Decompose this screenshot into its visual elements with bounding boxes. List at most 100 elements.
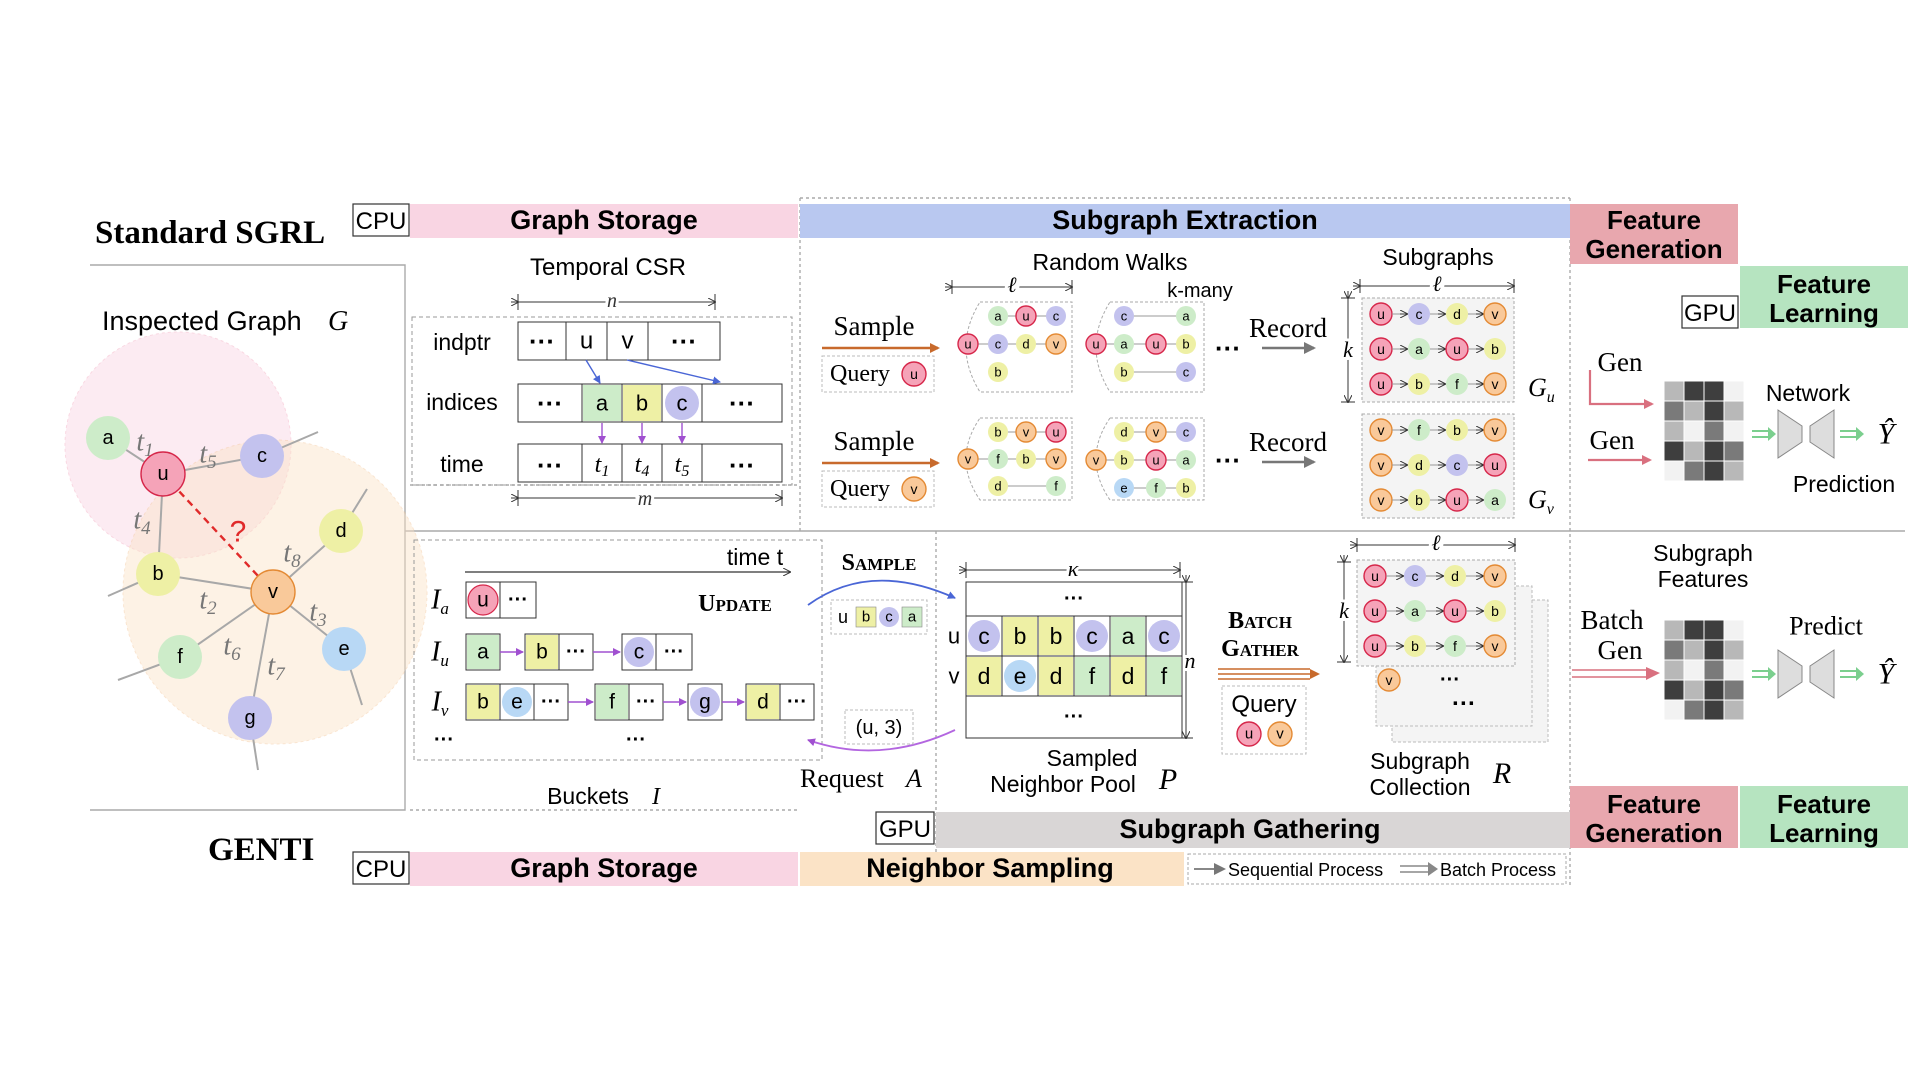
walk-u-left-node-label: v: [1053, 337, 1060, 352]
walk-v-right-node-label: b: [1182, 481, 1189, 496]
walk-v-left-node: b: [1016, 449, 1036, 469]
cpu-badge-top-label: CPU: [356, 208, 407, 235]
pool-cell-fill: [1039, 617, 1073, 655]
walk-u-left-node-label: d: [1022, 337, 1029, 352]
feature-matrix-top-cell: [1703, 460, 1725, 482]
walk-v-left-node-circle: [988, 449, 1008, 469]
collection-node: u: [1363, 599, 1387, 623]
collection-node-circle: [1484, 600, 1506, 622]
walk-v-left-node-circle: [988, 476, 1008, 496]
walk-u-right-node-circle: [1176, 362, 1196, 382]
indices-cell-node: [665, 386, 699, 420]
collection-node-label: u: [1371, 568, 1379, 584]
indptr-cell: [606, 321, 649, 361]
bucket-a-text: u: [477, 589, 489, 612]
sampled-tag-fill: [901, 606, 923, 628]
pool-row: [965, 581, 1183, 617]
subgraph-v-node-circle: [1446, 419, 1468, 441]
feature-matrix-top-cell: [1663, 420, 1685, 442]
collection-node-circle: [1404, 635, 1426, 657]
bucket-v-cell: [779, 683, 815, 721]
feature-matrix-bottom-cell: [1683, 659, 1705, 681]
bucket-u-text: c: [634, 641, 645, 664]
inspected-graph-symbol: G: [328, 306, 348, 337]
pool-cell-text: b: [1014, 623, 1027, 649]
collection-node-label: d: [1451, 568, 1459, 584]
graph-node-c-label: c: [257, 445, 267, 467]
pool-cell-text: e: [1014, 663, 1027, 689]
collection-node: b: [1484, 600, 1506, 622]
subgraph-u-node-label: c: [1416, 306, 1423, 322]
walk-v-left-node-label: v: [1023, 425, 1030, 440]
pool-cell-text: d: [1050, 663, 1063, 689]
pool-cell-node: [968, 620, 1000, 652]
dim-n-marker: n: [518, 287, 715, 315]
subgraph-u-node-label: f: [1455, 376, 1459, 392]
collection-node-circle: [1483, 564, 1507, 588]
pool-cell-fill: [1111, 617, 1145, 655]
graph-node-c: c: [240, 434, 284, 478]
edge-time-sub: 7: [275, 664, 286, 685]
subgraph-v-node: a: [1484, 489, 1506, 511]
walk-v-left-node-circle: [1016, 449, 1036, 469]
pool-cell-node: [1004, 660, 1036, 692]
feature-matrix-top-cell: [1703, 380, 1725, 402]
collection-symbol-R: R: [1492, 757, 1511, 790]
graph-node-c-circle: [240, 434, 284, 478]
pool-cell-fill: [1075, 657, 1109, 695]
collection-partial-node: v: [1377, 668, 1401, 692]
subgraph-u-node: c: [1408, 303, 1430, 325]
walk-u-right-node: u: [1145, 333, 1167, 355]
collection-node-label: c: [1412, 568, 1419, 584]
pool-cell-fill: [1003, 617, 1037, 655]
bucket-v-cell: [628, 683, 664, 721]
pool-cell-text: c: [978, 623, 990, 649]
feature-matrix-bottom-cell: [1683, 699, 1705, 721]
collection-node: d: [1444, 565, 1466, 587]
bucket-u-text: ···: [664, 641, 684, 663]
subgraph-features-line2: Features: [1658, 566, 1749, 592]
walk-v-right-node-circle: [1176, 450, 1196, 470]
bucket-u-text: ···: [566, 641, 586, 663]
indptr-cell: [517, 321, 567, 361]
fl-top-line2: Learning: [1769, 298, 1879, 328]
fg-bottom-line2: Generation: [1585, 818, 1722, 848]
collection-node: u: [1363, 634, 1387, 658]
subgraph-v-node-circle: [1408, 419, 1430, 441]
feature-matrix-bottom-cell: [1723, 659, 1745, 681]
subgraph-u-node-circle: [1446, 373, 1468, 395]
pool-cell-fill: [967, 657, 1001, 695]
walk-v-right-node-label: e: [1120, 481, 1127, 496]
walk-u-right-node-label: a: [1120, 337, 1128, 352]
walk-u-left-node: a: [988, 306, 1008, 326]
walk-v-query-node: v: [901, 476, 927, 502]
subgraph-v-node-circle: [1408, 489, 1430, 511]
indices-cell: [517, 383, 583, 423]
pool-cell-node: [1076, 620, 1108, 652]
feature-matrix-bottom-cell: [1663, 699, 1685, 721]
feature-matrix-top-cell: [1723, 440, 1745, 462]
walk-v-left-node: v: [1045, 448, 1067, 470]
collection-node-circle: [1444, 635, 1466, 657]
feature-matrix-top-cell: [1703, 400, 1725, 422]
update-label: Update: [698, 591, 772, 617]
collection-node: c: [1404, 565, 1426, 587]
collection-node: u: [1363, 564, 1387, 588]
subgraph-v-node: d: [1408, 454, 1430, 476]
walk-v-left-node-label: u: [1052, 425, 1059, 440]
indptr-arrow-u: [585, 359, 601, 384]
subgraph-gathering-banner: Subgraph Gathering: [936, 812, 1570, 848]
record-label-u: Record: [1249, 313, 1327, 343]
graph-node-u: u: [140, 451, 186, 497]
feature-matrix-bottom-cell: [1703, 659, 1725, 681]
indices-cell-text: c: [677, 391, 688, 416]
subgraph-u-node-circle: [1483, 372, 1507, 396]
subgraph-v-node: f: [1408, 419, 1430, 441]
buckets-more-rows-mid: ···: [626, 729, 646, 751]
feature-matrix-top-cell: [1683, 400, 1705, 422]
